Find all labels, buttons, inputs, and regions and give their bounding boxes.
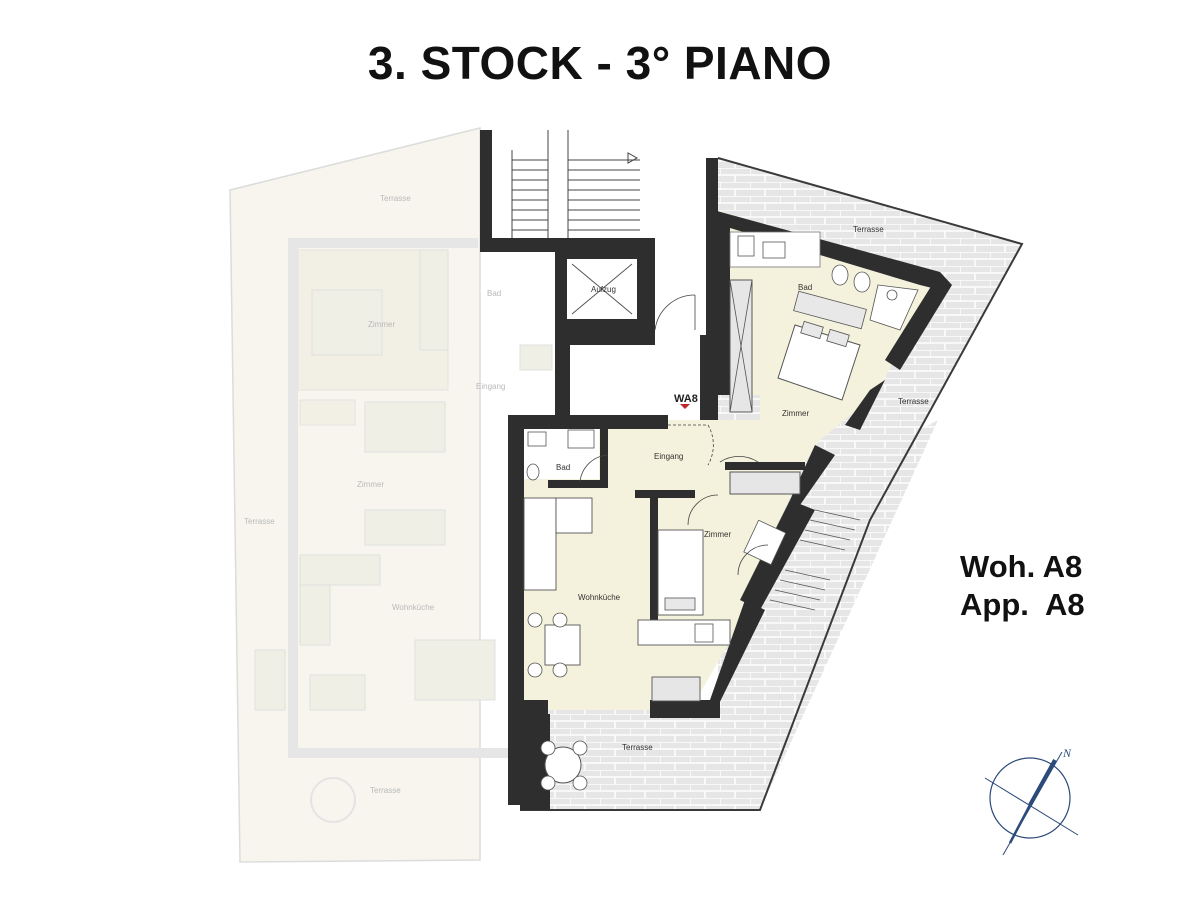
stair-direction-arrow-icon [627, 152, 639, 164]
faint-label-terrasse-left: Terrasse [244, 517, 275, 526]
room-label-zimmer-top: Zimmer [782, 409, 809, 418]
terrace-label-bottom: Terrasse [622, 743, 653, 752]
faint-label-zimmer-2: Zimmer [357, 480, 384, 489]
stair-core: Aufzug WA8 [480, 130, 718, 425]
unit-label-line-2: App. A8 [960, 587, 1085, 622]
unit-label: Woh. A8 App. A8 [960, 548, 1085, 624]
unit-label-line-1: Woh. A8 [960, 549, 1083, 584]
room-label-eingang: Eingang [654, 452, 683, 461]
faint-label-terrasse-top: Terrasse [380, 194, 411, 203]
compass-icon: N [984, 746, 1079, 856]
faint-label-zimmer-1: Zimmer [368, 320, 395, 329]
kitchen-counter-icon [637, 619, 731, 646]
room-label-bad-top: Bad [798, 283, 812, 292]
terrace-label-top: Terrasse [853, 225, 884, 234]
faint-label-wohnkueche: Wohnküche [392, 603, 435, 612]
compass-north-letter: N [1062, 746, 1072, 760]
sofa-icon [523, 497, 557, 591]
terrace-table-icon [544, 746, 582, 784]
neighbour-apartment: Terrasse Bad Zimmer Eingang Zimmer Terra… [229, 127, 553, 863]
entrance-tag: WA8 [674, 393, 698, 405]
room-label-zimmer-mid: Zimmer [704, 530, 731, 539]
faint-label-bad: Bad [487, 289, 501, 298]
page-title: 3. STOCK - 3° PIANO [367, 37, 833, 89]
room-label-aufzug: Aufzug [591, 285, 616, 294]
apartment-a8: Bad Zimmer Bad Eingang Zimmer [508, 208, 952, 810]
room-label-bad-small: Bad [556, 463, 570, 472]
faint-label-terrasse-bottom: Terrasse [370, 786, 401, 795]
dining-table-icon [544, 624, 581, 666]
entrance-marker-icon [680, 404, 690, 409]
faint-label-eingang: Eingang [476, 382, 505, 391]
terrace-label-right: Terrasse [898, 397, 929, 406]
room-label-wohnkueche: Wohnküche [578, 593, 621, 602]
